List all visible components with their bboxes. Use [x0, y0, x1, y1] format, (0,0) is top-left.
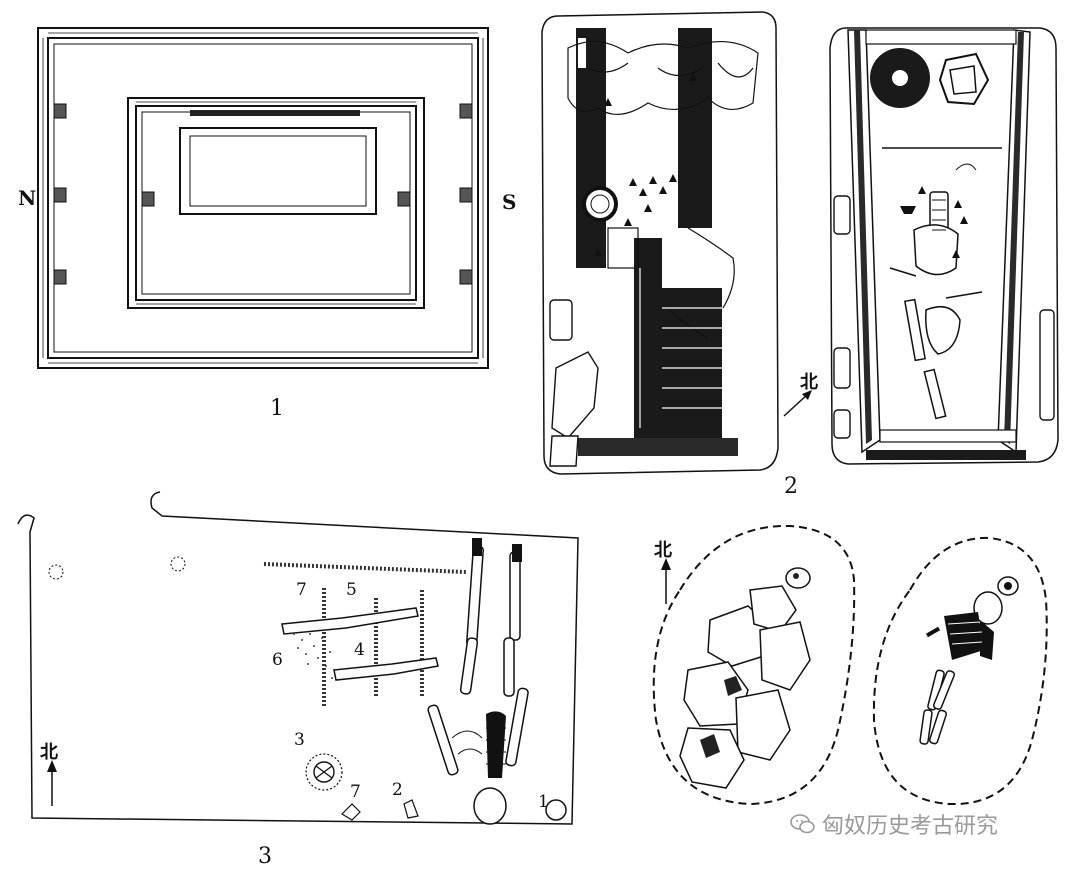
fig2-north-label: 北: [800, 372, 818, 393]
fig3-item-7a: 7: [296, 580, 307, 600]
figure3-burial-plan: [17, 491, 579, 825]
wechat-icon: [790, 814, 815, 834]
fig3-north-label: 北: [40, 742, 58, 763]
fig3-item-1: 1: [538, 792, 549, 812]
fig3-north-arrow: [47, 760, 57, 806]
fig3-item-7b: 7: [350, 782, 361, 802]
figure2-grave-left: [541, 11, 779, 475]
fig4-north-arrow: [661, 558, 671, 604]
figure4-oval-pits: [652, 524, 1048, 806]
watermark: 匈奴历史考古研究: [790, 808, 998, 840]
fig3-item-4: 4: [354, 640, 365, 660]
fig1-north-label: N: [18, 186, 37, 210]
fig3-item-5: 5: [346, 580, 357, 600]
fig1-south-label: S: [502, 190, 517, 214]
figure1-coffin-plan: [37, 27, 489, 369]
fig3-item-2: 2: [392, 780, 403, 800]
fig3-number: 3: [258, 844, 272, 869]
fig3-item-3: 3: [294, 730, 305, 750]
fig2-number: 2: [784, 474, 798, 499]
fig4-north-label: 北: [654, 540, 672, 561]
watermark-text: 匈奴历史考古研究: [822, 814, 999, 839]
fig1-number: 1: [270, 396, 284, 421]
fig2-north-arrow: [783, 390, 812, 417]
fig3-item-6: 6: [272, 650, 283, 670]
figure2-grave-right: [829, 27, 1059, 465]
